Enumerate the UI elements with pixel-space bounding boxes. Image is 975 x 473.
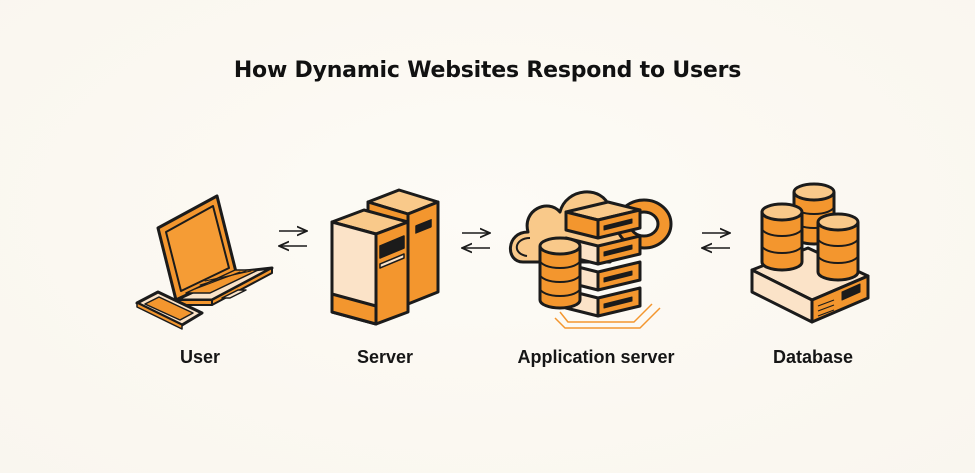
database-stack-icon — [750, 182, 870, 324]
diagram-title: How Dynamic Websites Respond to Users — [233, 58, 742, 83]
server-tower-icon — [330, 188, 440, 326]
arrows-server-app — [462, 233, 490, 248]
node-label-application-server: Application server — [517, 347, 675, 367]
node-label-database: Database — [772, 347, 854, 367]
node-label-user: User — [179, 347, 221, 367]
arrows-app-db — [702, 233, 730, 248]
node-label-server: Server — [356, 347, 414, 367]
laptop-phone-icon — [135, 194, 274, 330]
cloud-app-server-icon — [508, 190, 673, 329]
arrows-user-server — [279, 231, 307, 246]
